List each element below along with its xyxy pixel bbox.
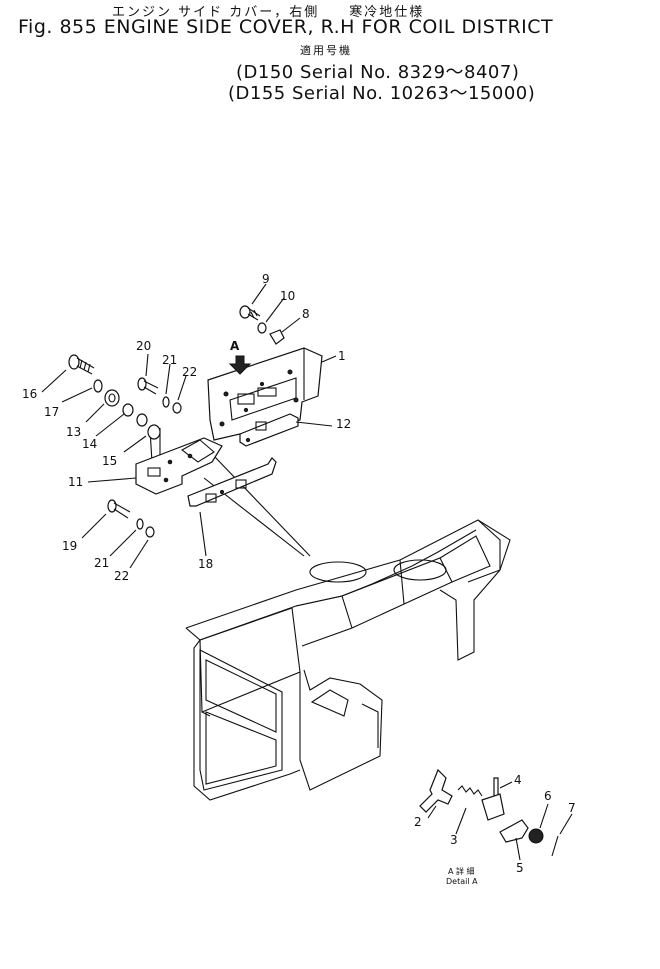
callout-4: 4 [514,773,522,787]
callout-5: 5 [516,861,524,875]
serial-range-d150: (D150 Serial No. 8329～8407) [236,62,520,83]
callout-numbers: 9 10 8 1 12 11 20 21 22 16 17 13 14 15 1… [22,272,576,875]
part-2-handle [419,768,453,813]
callout-11: 11 [68,475,83,489]
callout-14: 14 [82,437,97,451]
part-16-bolt [68,354,95,375]
serial-range-d155: (D155 Serial No. 10263～15000) [228,83,536,104]
part-3-spring [457,785,483,797]
part-20-bolt [137,377,159,395]
callout-leaders [41,283,337,569]
callout-22-bottom: 22 [114,569,129,583]
callout-2: 2 [414,815,422,829]
part-21-lockwasher-b [136,518,144,530]
callout-16: 16 [22,387,37,401]
part-4-sleeve [481,793,505,821]
callout-7: 7 [568,801,576,815]
part-11-mount-bracket [135,437,223,495]
part-14-washer-b [136,413,148,427]
detail-jp-label: A 詳 細 [448,866,475,876]
japanese-applicable-models: 適用号機 [300,44,352,57]
part-5-catch [499,819,529,843]
callout-18: 18 [198,557,213,571]
part-15-collar [147,424,161,440]
view-arrow-a: A [228,339,252,375]
callout-13: 13 [66,425,81,439]
part-22-washer-b [145,526,155,538]
part-22-washer [172,402,182,414]
part-10-washer [257,322,267,334]
callout-19: 19 [62,539,77,553]
callout-3: 3 [450,833,458,847]
figure-title: Fig. 855 ENGINE SIDE COVER, R.H FOR COIL… [18,16,554,38]
callout-1: 1 [338,349,346,363]
view-arrow-label: A [230,339,240,353]
detail-en-label: Detail A [446,877,478,886]
part-21-lockwasher [162,396,170,408]
engine-hood [185,519,511,801]
detail-a: A 詳 細 Detail A [419,768,573,886]
callout-20: 20 [136,339,151,353]
callout-6: 6 [544,789,552,803]
part-7-pin [551,835,559,857]
part-6-knob [528,828,544,844]
callout-21-bottom: 21 [94,556,109,570]
part-14-washer [122,403,134,417]
callout-17: 17 [44,405,59,419]
part-18-latch-rail [187,457,277,507]
callout-22-top: 22 [182,365,197,379]
part-8-nut [269,329,285,345]
callout-15: 15 [102,454,117,468]
part-12-bracket [239,413,299,447]
callout-10: 10 [280,289,295,303]
callout-8: 8 [302,307,310,321]
part-9-bolt [239,305,261,321]
part-19-bolt [107,499,131,519]
part-13-bushing [104,389,120,407]
callout-9: 9 [262,272,270,286]
callout-12: 12 [336,417,351,431]
part-17-washer [93,379,103,393]
callout-21-top: 21 [162,353,177,367]
japanese-title: エンジン サイド カバー，右側 寒冷地仕様 [112,5,425,20]
